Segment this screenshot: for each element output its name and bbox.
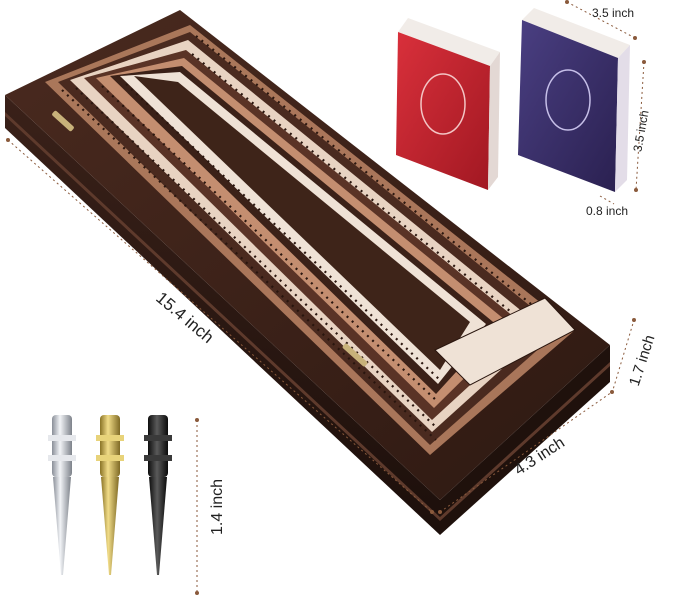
pegs	[48, 415, 172, 575]
hole-row-6	[191, 53, 527, 325]
peg-storage-grid	[434, 297, 576, 386]
card-width-label: 3.5 inch	[592, 6, 635, 20]
hinge-left	[52, 110, 74, 132]
red-card-deck	[396, 18, 500, 190]
hinge-right	[342, 343, 368, 367]
card-depth-label: 0.8 inch	[586, 204, 629, 218]
card-height-line	[635, 61, 645, 191]
red-deck-emblem	[420, 73, 466, 135]
red-deck-front	[396, 32, 490, 190]
blue-deck-side	[522, 8, 630, 58]
blue-deck-emblem	[545, 69, 591, 131]
dimension-lines	[7, 1, 645, 593]
red-deck-side	[398, 18, 500, 66]
hole-row-4	[125, 83, 441, 381]
dimension-dots	[6, 0, 646, 595]
black-peg	[144, 415, 172, 575]
red-deck-edge	[488, 52, 500, 190]
blue-card-deck	[518, 8, 630, 192]
hole-row-2	[75, 87, 438, 429]
peg-holes	[61, 35, 557, 441]
card-depth-line	[599, 195, 615, 205]
blue-deck-edge	[615, 45, 630, 192]
gold-peg	[96, 415, 124, 575]
silver-peg	[48, 415, 76, 575]
track-center-wood	[134, 76, 470, 370]
length-line	[7, 139, 433, 513]
cribbage-board	[5, 10, 610, 535]
blue-deck-front	[518, 20, 618, 192]
peg-height-label: 1.4 inch	[209, 478, 227, 536]
hole-row-1	[61, 89, 437, 441]
